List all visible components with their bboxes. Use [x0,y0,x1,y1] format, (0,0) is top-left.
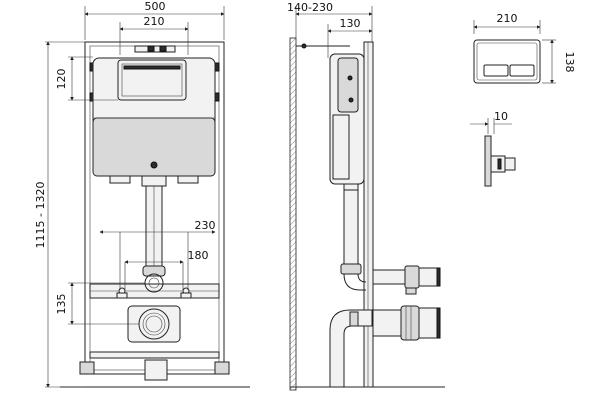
inner-pipe-label: 180 [188,249,209,262]
cistern-side [329,53,365,191]
pipe-spacing-dimensions: 230 180 [99,219,216,290]
panel-height-dimension: 138 [542,39,576,84]
depth-range-label: 140-230 [287,1,333,14]
panel-thickness-dimension: 10 [470,110,512,134]
drain-bend [329,309,373,388]
depth-dimensions: 140-230 130 [287,1,373,58]
panel-height-label: 138 [563,52,576,73]
panel-width-dimension: 210 [473,12,541,34]
mounting-studs [116,287,192,299]
flush-button-panel: 210 138 10 [470,12,576,187]
cistern [92,57,216,187]
wall [289,37,297,391]
height-dimensions: 1115 - 1320 120 135 [34,41,145,388]
top-inner-dimension: 210 [119,15,189,55]
panel-width-label: 210 [497,12,518,25]
panel-thickness-label: 10 [494,110,508,123]
full-flush-button [509,64,535,77]
bottom-label: 135 [55,294,68,315]
left-top-label: 120 [55,69,68,90]
width-label: 500 [145,0,166,13]
half-flush-button [483,64,509,77]
outer-pipe-label: 230 [195,219,216,232]
flush-pipe [142,185,166,293]
front-view: 500 210 [34,0,250,388]
height-label: 1115 - 1320 [34,182,47,249]
depth-label: 130 [340,17,361,30]
top-inner-label: 210 [144,15,165,28]
drain-sleeve [372,305,441,341]
side-view: 140-230 130 [287,1,445,391]
water-inlet [372,265,441,295]
width-dimension: 500 [84,0,225,40]
